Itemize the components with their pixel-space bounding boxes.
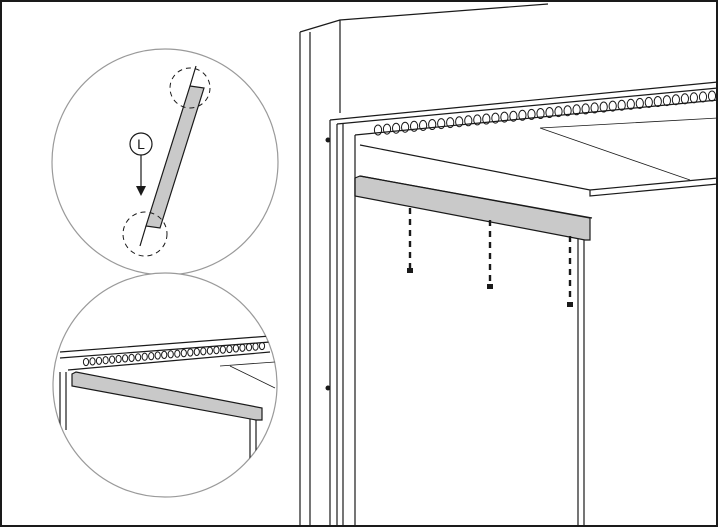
detail-circle-bottom <box>52 272 278 498</box>
vent-slot <box>572 104 581 116</box>
vent-slot <box>491 112 500 124</box>
vent-slot <box>545 107 554 118</box>
vent-slot <box>608 100 617 112</box>
vent-slot <box>174 349 181 358</box>
side-wall-right <box>577 222 585 527</box>
bracket-main-lip <box>354 175 593 219</box>
vent-slot <box>644 96 653 108</box>
vent-slot <box>410 120 419 132</box>
detail-circle-top <box>51 48 279 276</box>
bracket-main <box>354 175 591 241</box>
vent-slot <box>554 106 563 118</box>
vent-slots <box>373 90 717 136</box>
highlight-top-end <box>169 67 211 109</box>
vent-slot <box>617 99 626 111</box>
vent-slot <box>671 94 681 106</box>
vent-slot <box>482 113 491 125</box>
position-label-text: L <box>137 136 145 152</box>
top-frame <box>329 81 718 197</box>
detail-frame-lines <box>59 335 271 480</box>
vent-slot <box>455 116 464 128</box>
vent-slot <box>581 103 590 115</box>
bracket-detail-edge <box>139 65 197 247</box>
vent-slot <box>392 122 401 134</box>
vent-slot <box>707 90 717 102</box>
vent-slot <box>187 348 194 357</box>
vent-slot <box>128 353 135 362</box>
side-wall-left <box>329 120 356 527</box>
vent-slot <box>258 341 266 351</box>
vent-slot <box>213 346 220 355</box>
vent-slot <box>464 115 473 127</box>
vent-slot <box>373 124 383 136</box>
vent-slot <box>536 108 545 119</box>
detail-installed-bracket <box>52 272 278 498</box>
vent-slot <box>148 352 155 361</box>
vent-slot <box>698 91 708 103</box>
screw-middle <box>487 284 493 289</box>
vent-slot <box>239 343 246 352</box>
vent-slot <box>193 347 200 356</box>
position-arrow-head <box>136 186 146 196</box>
top-panel-outline <box>539 117 718 181</box>
vent-slot <box>167 350 174 359</box>
vent-slot <box>89 357 96 366</box>
vent-slot <box>115 354 122 364</box>
vent-slot <box>226 344 233 354</box>
vent-slot <box>689 92 699 104</box>
bracket-detail <box>145 85 205 229</box>
vent-slot <box>518 109 527 121</box>
screw-left <box>407 268 413 273</box>
highlight-bottom-end <box>122 211 168 257</box>
vent-slot <box>680 93 690 105</box>
vent-slot <box>527 108 536 120</box>
vent-slot <box>252 342 259 351</box>
hinge-dot-bottom <box>325 385 331 391</box>
vent-slot <box>82 357 90 367</box>
vent-slot <box>599 101 608 113</box>
vent-slot <box>245 343 253 352</box>
vent-slot <box>135 353 142 362</box>
vent-slot <box>500 111 509 123</box>
vent-slot <box>401 121 410 133</box>
screw-right <box>567 302 573 307</box>
vent-slot <box>141 352 148 361</box>
vent-slot <box>232 344 239 353</box>
vent-slot <box>563 105 572 117</box>
vent-slot <box>95 356 103 365</box>
vent-slots-detail <box>82 341 266 367</box>
vent-slot <box>590 102 599 114</box>
vent-slot <box>154 351 161 360</box>
door-panel <box>299 3 549 527</box>
vent-slot <box>161 350 168 359</box>
detail-top-panel <box>219 361 276 389</box>
vent-slot <box>653 96 662 107</box>
vent-slot <box>382 123 392 135</box>
vent-slot <box>206 346 213 355</box>
vent-slot <box>122 354 129 363</box>
vent-slot <box>102 356 109 365</box>
vent-slot <box>635 97 644 109</box>
vent-slot <box>109 355 116 364</box>
cabinet-main-view <box>299 3 718 527</box>
vent-slot <box>419 119 428 131</box>
vent-slot <box>662 95 672 107</box>
vent-slot <box>428 119 437 130</box>
vent-slot <box>219 345 226 354</box>
vent-slot <box>509 110 518 122</box>
vent-slot <box>473 114 482 126</box>
vent-slot <box>437 118 446 130</box>
vent-slot <box>200 347 207 356</box>
bracket-installed <box>71 371 263 421</box>
vent-slot <box>180 349 187 358</box>
detail-bracket-orientation: L <box>51 48 279 276</box>
hinge-dot-top <box>325 137 331 143</box>
vent-slot <box>626 98 635 110</box>
vent-slot <box>446 117 455 129</box>
